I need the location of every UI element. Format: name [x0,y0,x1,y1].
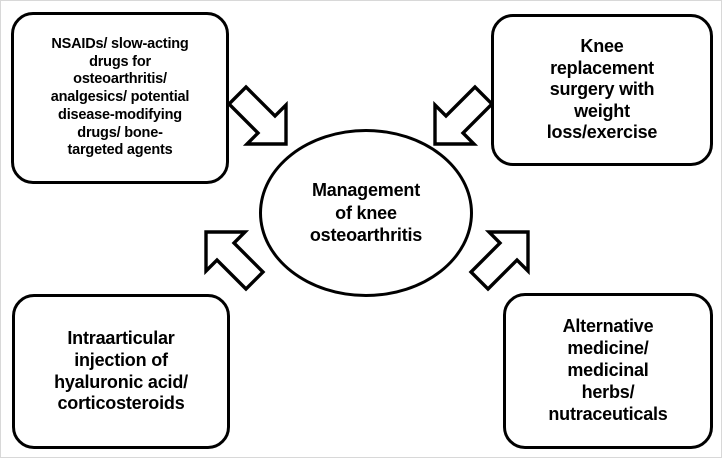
arrow-bottom-right [468,230,530,292]
node-surgical-treatment-label: Knee replacement surgery with weight los… [546,36,658,143]
node-surgical-treatment[interactable]: Knee replacement surgery with weight los… [491,14,713,166]
block-arrow-down-right-icon [226,84,288,146]
node-intraarticular-injection[interactable]: Intraarticular injection of hyaluronic a… [12,294,230,449]
center-node-label: Management of knee osteoarthritis [309,180,423,246]
node-intraarticular-injection-label: Intraarticular injection of hyaluronic a… [54,327,188,414]
block-arrow-down-left-icon [433,84,495,146]
arrow-bottom-left [204,230,266,292]
center-node-management[interactable]: Management of knee osteoarthritis [259,129,473,297]
arrow-top-right [433,84,495,146]
arrow-top-left [226,84,288,146]
block-arrow-up-left-icon [468,230,530,292]
node-alternative-medicine[interactable]: Alternative medicine/ medicinal herbs/ n… [503,293,713,449]
node-pharmacologic-treatments[interactable]: NSAIDs/ slow-acting drugs for osteoarthr… [11,12,229,184]
node-alternative-medicine-label: Alternative medicine/ medicinal herbs/ n… [548,316,668,424]
node-pharmacologic-treatments-label: NSAIDs/ slow-acting drugs for osteoarthr… [50,36,190,159]
block-arrow-up-right-icon [204,230,266,292]
